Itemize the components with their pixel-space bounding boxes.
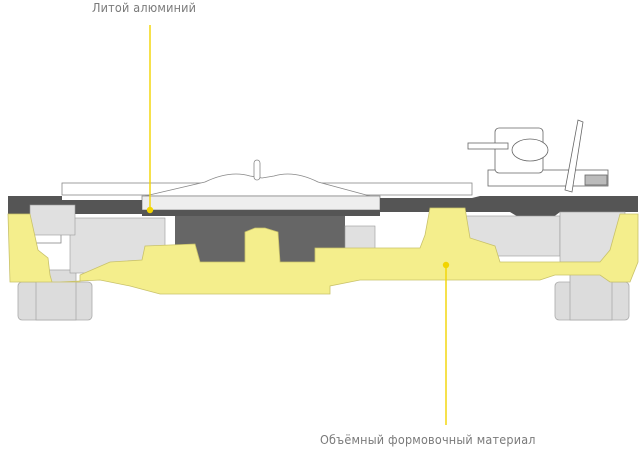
callout-label-cast-aluminum: Литой алюминий [92, 0, 197, 15]
molded-material-body [7, 207, 639, 295]
tonearm [467, 119, 609, 193]
callout-cast-aluminum [146, 25, 154, 214]
callout-label-molded-material: Объёмный формовочный материал [320, 432, 536, 447]
callout-molded-material [442, 261, 450, 425]
platter [23, 159, 473, 244]
cast-aluminum-chassis [8, 196, 638, 218]
